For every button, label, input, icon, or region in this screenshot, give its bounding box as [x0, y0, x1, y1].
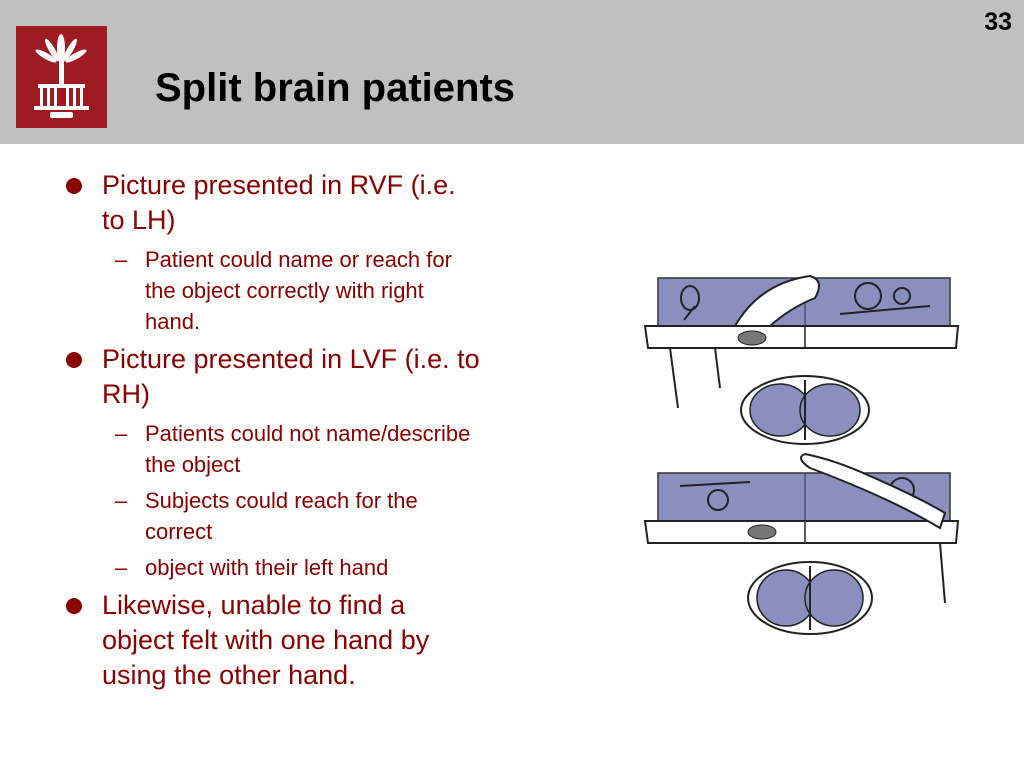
bullet-dot-icon — [66, 178, 82, 194]
sub-bullet-item: – Subjects could reach for the correct — [60, 485, 480, 547]
top-screen-panel — [643, 274, 960, 409]
bullet-item: Likewise, unable to find a object felt w… — [60, 588, 480, 693]
bullet-text: Likewise, unable to find a object felt w… — [102, 590, 430, 690]
bullet-list: Picture presented in RVF (i.e. to LH) – … — [60, 168, 480, 699]
bullet-item: Picture presented in LVF (i.e. to RH) — [60, 342, 480, 412]
top-brain — [740, 375, 870, 445]
slide-header: 33 Split brain patients — [0, 0, 1024, 144]
bullet-text: Picture presented in LVF (i.e. to RH) — [102, 344, 480, 409]
bullet-item: Picture presented in RVF (i.e. to LH) — [60, 168, 480, 238]
sub-bullet-text: object with their left hand — [145, 555, 389, 580]
bullet-text: Picture presented in RVF (i.e. to LH) — [102, 170, 456, 235]
dash-icon: – — [115, 488, 128, 513]
sub-bullet-text: Subjects could reach for the correct — [145, 488, 418, 544]
slide-number: 33 — [984, 8, 1012, 36]
sub-bullet-item: – Patients could not name/describe the o… — [60, 418, 480, 480]
sub-bullet-item: – Patient could name or reach for the ob… — [60, 244, 480, 337]
dash-icon: – — [115, 421, 128, 446]
bullet-dot-icon — [66, 598, 82, 614]
bullet-dot-icon — [66, 352, 82, 368]
split-brain-illustration — [640, 268, 970, 648]
dash-icon: – — [115, 247, 128, 272]
university-logo — [16, 26, 107, 128]
bottom-brain — [747, 561, 873, 635]
dash-icon: – — [115, 555, 128, 580]
sub-bullet-text: Patients could not name/describe the obj… — [145, 421, 471, 477]
sub-bullet-text: Patient could name or reach for the obje… — [145, 247, 452, 334]
sub-bullet-item: – object with their left hand — [60, 552, 480, 583]
slide-title: Split brain patients — [155, 66, 516, 110]
bottom-screen-panel — [643, 452, 960, 604]
